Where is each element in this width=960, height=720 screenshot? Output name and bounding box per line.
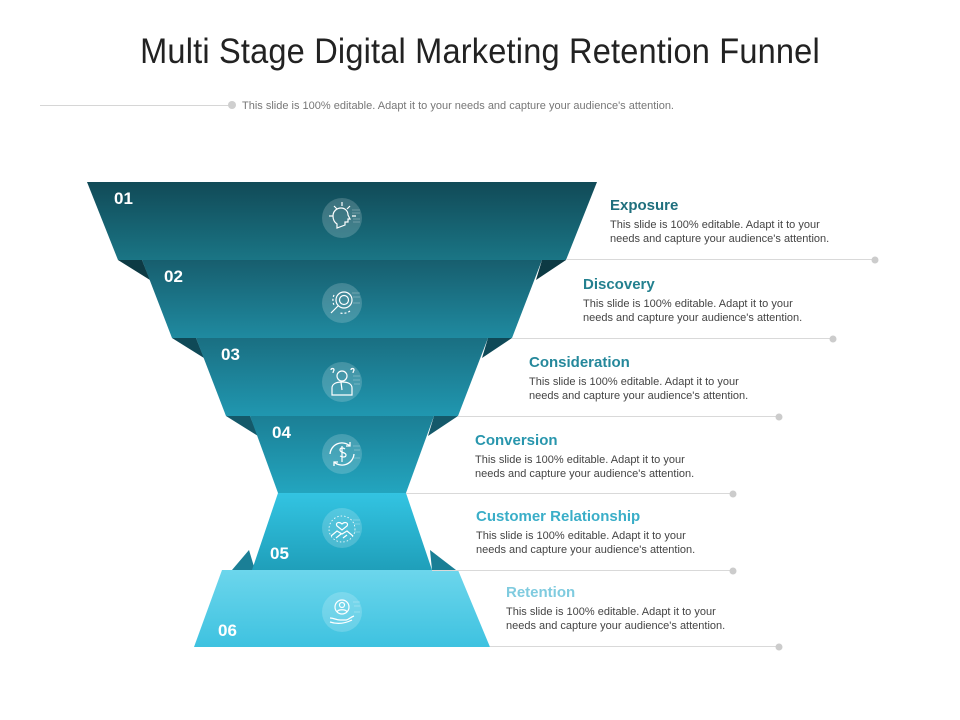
stage-desc-6-line2: needs and capture your audience's attent… bbox=[506, 620, 726, 632]
stage-text-1: Exposure This slide is 100% editable. Ad… bbox=[610, 197, 910, 246]
stage-title-5: Customer Relationship bbox=[476, 508, 641, 525]
hand-person-icon bbox=[322, 592, 362, 632]
stage-number-6: 06 bbox=[218, 621, 237, 640]
stage-desc-1-line2: needs and capture your audience's attent… bbox=[610, 233, 830, 245]
stage-title-1: Exposure bbox=[610, 197, 679, 214]
stage-text-6: Retention This slide is 100% editable. A… bbox=[506, 584, 806, 633]
magnify-target-icon bbox=[322, 283, 362, 323]
funnel-stage-5 bbox=[252, 493, 432, 570]
funnel-stage-6 bbox=[194, 570, 490, 647]
funnel-stage-2 bbox=[142, 260, 542, 338]
handshake-heart-icon bbox=[322, 508, 362, 548]
stage-desc-1-line1: This slide is 100% editable. Adapt it to… bbox=[610, 219, 820, 231]
stage-text-3: Consideration This slide is 100% editabl… bbox=[529, 354, 829, 403]
stage-desc-6-line1: This slide is 100% editable. Adapt it to… bbox=[506, 606, 716, 618]
funnel-stage-1 bbox=[87, 182, 597, 260]
head-ideas-icon bbox=[322, 198, 362, 238]
stage-number-5: 05 bbox=[270, 544, 289, 563]
stage-text-4: Conversion This slide is 100% editable. … bbox=[475, 432, 775, 481]
subtitle-divider bbox=[40, 105, 232, 106]
stage-title-4: Conversion bbox=[475, 432, 558, 449]
funnel-stage-3 bbox=[196, 338, 488, 416]
stage-desc-4-line2: needs and capture your audience's attent… bbox=[475, 468, 695, 480]
stage-number-4: 04 bbox=[272, 423, 291, 442]
stage-desc-4-line1: This slide is 100% editable. Adapt it to… bbox=[475, 454, 685, 466]
stage-number-2: 02 bbox=[164, 267, 183, 286]
stage-number-1: 01 bbox=[114, 189, 133, 208]
stage-desc-5-line1: This slide is 100% editable. Adapt it to… bbox=[476, 530, 686, 542]
stage-title-3: Consideration bbox=[529, 354, 630, 371]
stage-desc-5-line2: needs and capture your audience's attent… bbox=[476, 544, 696, 556]
stage-number-3: 03 bbox=[221, 345, 240, 364]
stage-desc-3-line1: This slide is 100% editable. Adapt it to… bbox=[529, 376, 739, 388]
stage-title-2: Discovery bbox=[583, 276, 655, 293]
dollar-cycle-icon bbox=[322, 434, 362, 474]
subtitle-dot bbox=[228, 101, 236, 109]
stage-title-6: Retention bbox=[506, 584, 576, 601]
page-subtitle: This slide is 100% editable. Adapt it to… bbox=[242, 100, 674, 112]
stage-text-5: Customer Relationship This slide is 100%… bbox=[476, 508, 776, 557]
page-title: Multi Stage Digital Marketing Retention … bbox=[140, 32, 820, 71]
thinking-person-icon bbox=[322, 362, 362, 402]
stage-desc-3-line2: needs and capture your audience's attent… bbox=[529, 390, 749, 402]
stage-text-2: Discovery This slide is 100% editable. A… bbox=[583, 276, 883, 325]
stage-desc-2-line1: This slide is 100% editable. Adapt it to… bbox=[583, 298, 793, 310]
stage-desc-2-line2: needs and capture your audience's attent… bbox=[583, 312, 803, 324]
